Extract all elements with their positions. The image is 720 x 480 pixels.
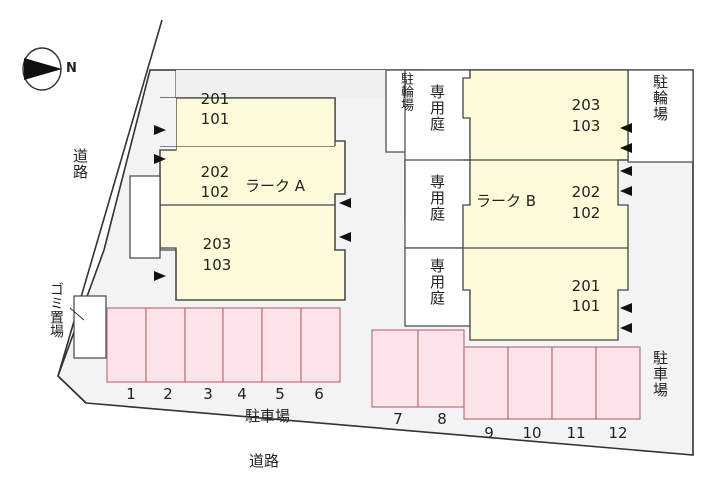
building-b-name: ラーク B — [476, 192, 537, 210]
garbage-label: ゴミ置場 — [48, 282, 64, 338]
parking-space-3: 3 — [203, 385, 213, 403]
parking-lot-label-south: 駐車場 — [245, 407, 291, 425]
unit-a-101: 101 — [200, 110, 230, 128]
unit-a-102: 102 — [200, 183, 230, 201]
parking-lot-label-east: 駐車場 — [651, 350, 669, 398]
garden-label-2: 専用庭 — [428, 174, 446, 222]
parking-row-7-8 — [371, 329, 465, 408]
parking-space-11: 11 — [566, 424, 586, 442]
garden-2 — [404, 159, 471, 249]
storage-box — [129, 175, 161, 259]
unit-b-202: 202 — [571, 183, 601, 201]
parking-row-1-6 — [106, 307, 341, 383]
bicycle-parking-label-left: 駐輪場 — [398, 72, 413, 111]
parking-space-7: 7 — [393, 410, 403, 428]
unit-b-201: 201 — [571, 277, 601, 295]
entrance-arrows-b-east — [620, 123, 632, 333]
entrance-arrows-a-east — [339, 198, 351, 242]
parking-space-10: 10 — [522, 424, 542, 442]
bicycle-parking-label-right: 駐輪場 — [651, 74, 669, 122]
parking-space-6: 6 — [314, 385, 324, 403]
road-label-west: 道路 — [71, 148, 89, 180]
garden-label-3: 専用庭 — [428, 258, 446, 306]
garbage-area — [73, 295, 107, 359]
parking-space-1: 1 — [126, 385, 136, 403]
parking-space-4: 4 — [237, 385, 247, 403]
unit-b-103: 103 — [571, 117, 601, 135]
unit-a-103: 103 — [202, 256, 232, 274]
road-label-south: 道路 — [249, 452, 280, 470]
garden-label-1: 専用庭 — [428, 84, 446, 132]
unit-a-203: 203 — [202, 235, 232, 253]
unit-b-203: 203 — [571, 96, 601, 114]
parking-space-12: 12 — [608, 424, 628, 442]
unit-b-102: 102 — [571, 204, 601, 222]
parking-space-5: 5 — [275, 385, 285, 403]
parking-space-8: 8 — [437, 410, 447, 428]
unit-a-201: 201 — [200, 90, 230, 108]
parking-space-2: 2 — [163, 385, 173, 403]
building-a-name: ラーク A — [245, 177, 306, 195]
parking-space-9: 9 — [484, 424, 494, 442]
unit-a-202: 202 — [200, 163, 230, 181]
entrance-arrows-a-west — [154, 125, 166, 281]
unit-b-101: 101 — [571, 297, 601, 315]
parking-row-9-12 — [463, 346, 641, 420]
north-arrow-icon — [22, 47, 62, 91]
compass-label: N — [66, 61, 77, 76]
